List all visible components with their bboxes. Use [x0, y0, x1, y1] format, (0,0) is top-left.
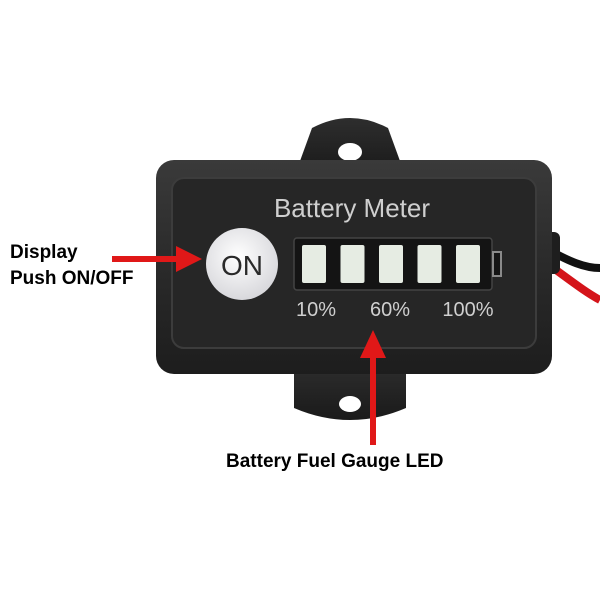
led-segment-3 [379, 245, 403, 283]
on-off-button[interactable]: ON [206, 228, 278, 300]
led-battery-gauge [293, 237, 502, 291]
scale-label-100: 100% [442, 299, 493, 321]
led-segment-2 [340, 245, 365, 283]
bottom-mounting-tab [294, 362, 406, 420]
on-button-label: ON [221, 250, 263, 281]
meter-title: Battery Meter [274, 193, 430, 223]
led-segment-5 [456, 245, 480, 283]
bottom-mounting-hole [339, 396, 361, 412]
led-segments [302, 245, 480, 283]
top-mounting-tab [296, 118, 404, 172]
scale-label-60: 60% [370, 299, 410, 321]
arrow-to-button [112, 246, 202, 272]
display-annotation-line2: Push ON/OFF [10, 268, 134, 289]
arrow-to-gauge [360, 330, 386, 445]
gauge-terminal [492, 251, 502, 277]
scale-label-10: 10% [296, 299, 336, 321]
top-mounting-hole [338, 143, 362, 161]
led-segment-1 [302, 245, 326, 283]
display-annotation: Display Push ON/OFF [10, 240, 160, 292]
led-segment-4 [417, 245, 442, 283]
gauge-annotation: Battery Fuel Gauge LED [226, 451, 444, 472]
display-annotation-line1: Display [10, 242, 78, 263]
